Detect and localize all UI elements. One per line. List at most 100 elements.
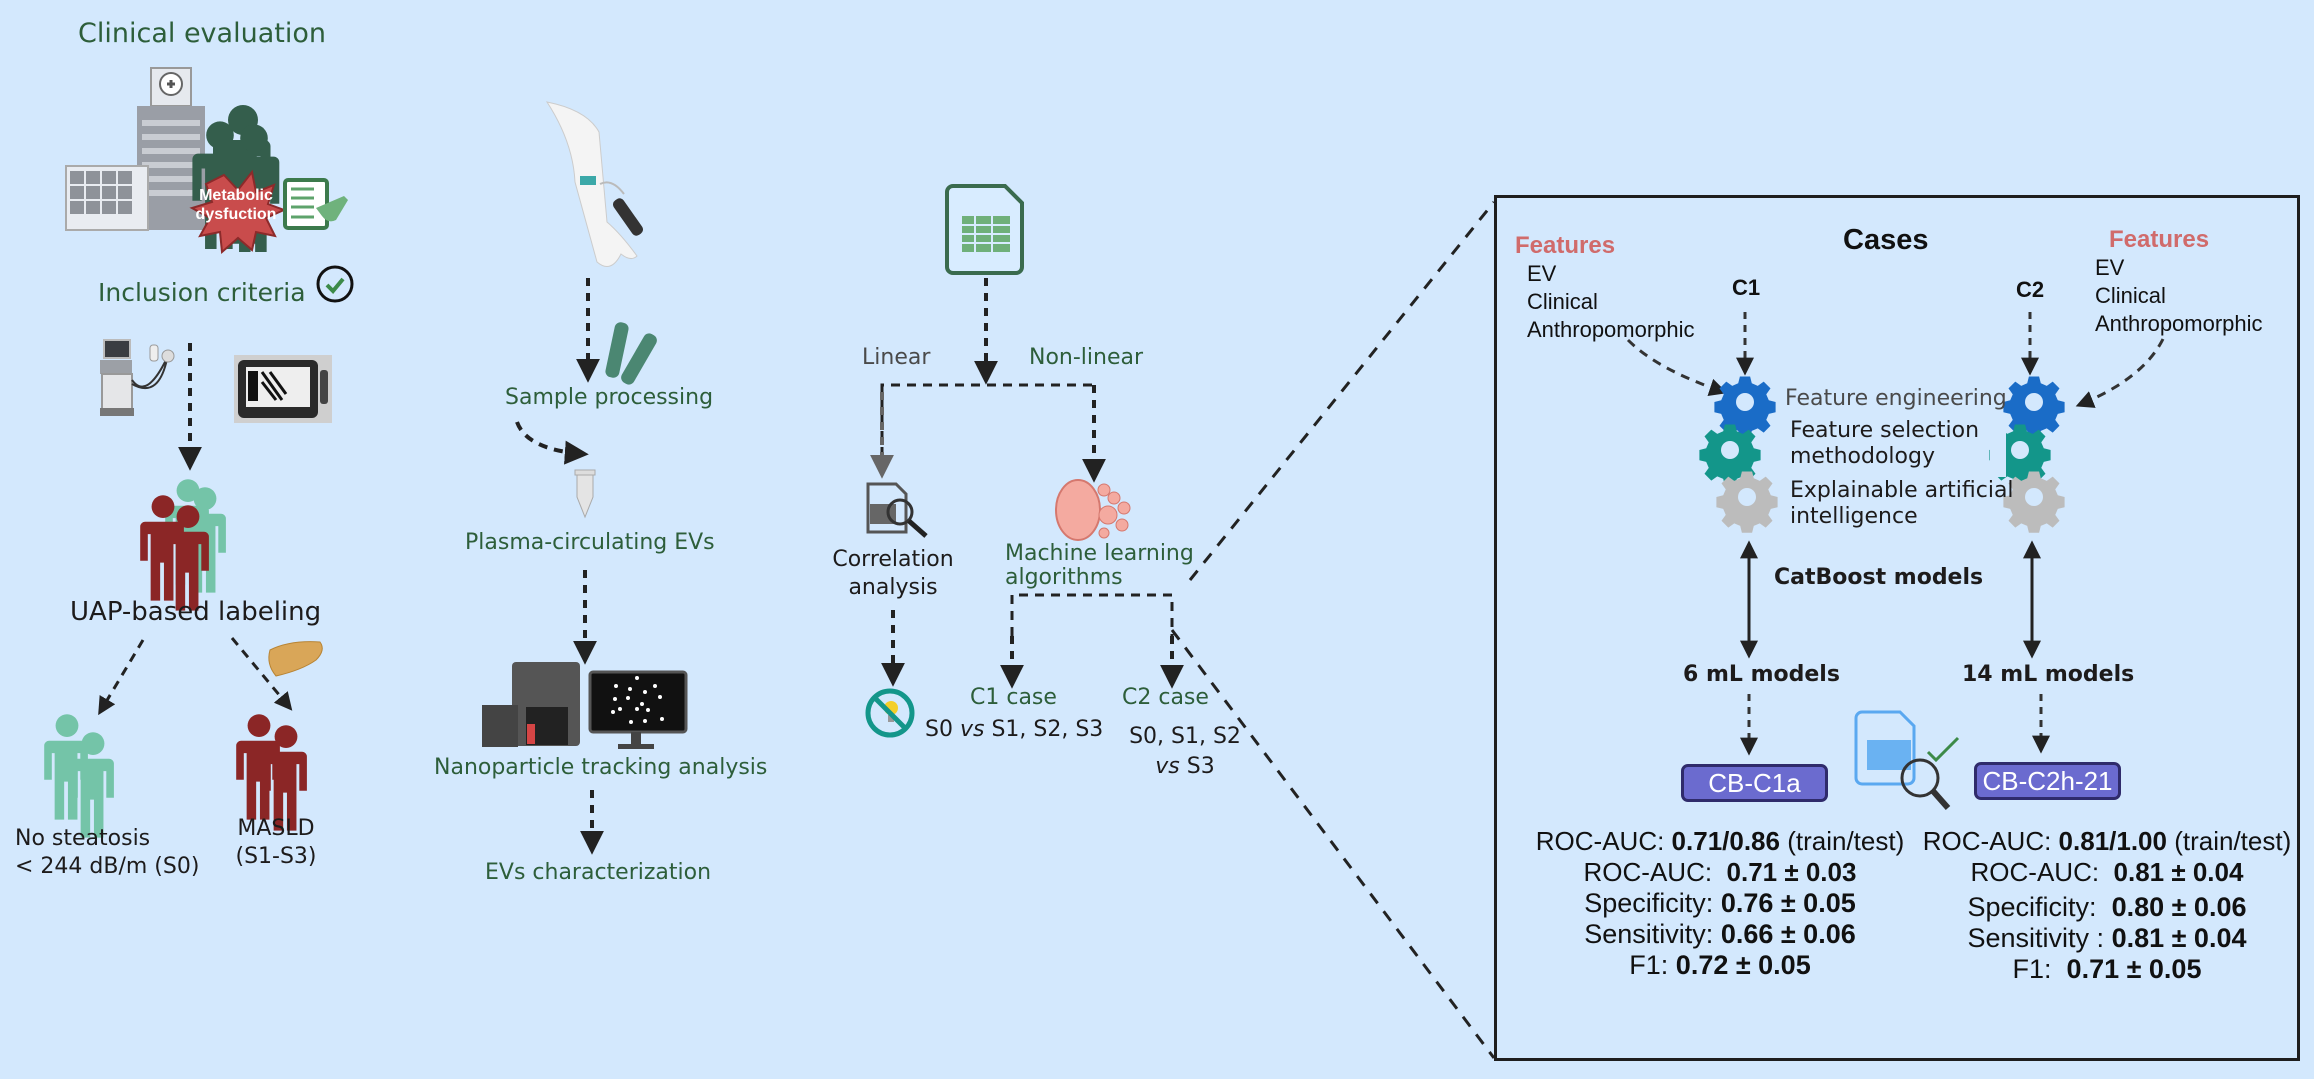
c2-roc-train-test: ROC-AUC: 0.81/1.00 (train/test) [1912, 826, 2302, 857]
metric-label: Sensitivity: [1584, 919, 1721, 949]
labeled-patients-icon [140, 479, 226, 611]
metric-value: 0.80 ± 0.06 [2111, 892, 2247, 922]
c1-roc-auc: ROC-AUC: 0.71 ± 0.03 [1520, 857, 1920, 888]
c2-desc-vs: vs [1155, 754, 1180, 779]
c2-desc-b: S3 [1179, 754, 1215, 779]
gear-blue-c1-icon [1714, 376, 1776, 438]
arrow-to-plasma [515, 421, 589, 465]
features-right: Features EV Clinical Anthropomorphic [2095, 226, 2263, 338]
fatty-liver-icon [268, 641, 323, 677]
features-left-item: EV [1527, 261, 1557, 286]
feature-engineering-label: Feature engineering [1785, 386, 2007, 411]
check-circle-icon [316, 265, 354, 303]
ml-line1: Machine learning [1005, 541, 1194, 566]
arrow-features-right [2075, 338, 2165, 408]
metric-label: ROC-AUC: [1535, 826, 1672, 856]
cases-title: Cases [1843, 224, 1929, 256]
ml-algorithms-label: Machine learning algorithms [1005, 542, 1194, 590]
evs-characterization-label: EVs characterization [485, 860, 712, 885]
spreadsheet-file-icon [945, 184, 1024, 275]
metric-label: Specificity: [1967, 892, 2112, 922]
metric-value: 0.81 ± 0.04 [2113, 857, 2244, 887]
metric-label: Sensitivity : [1967, 923, 2112, 953]
correlation-line1: Correlation [832, 547, 954, 572]
ml-line2: algorithms [1005, 565, 1123, 590]
checklist-icon [283, 178, 348, 230]
metric-value: 0.72 ± 0.05 [1675, 950, 1811, 980]
feature-selection-line2: methodology [1790, 444, 1935, 469]
zoom-line-top [1188, 201, 1496, 581]
cases-panel [1494, 195, 2300, 1061]
features-left-item: Anthropomorphic [1527, 317, 1695, 342]
zoom-line-bottom [1170, 629, 1496, 1059]
c1-desc-b: S1, S2, S3 [984, 717, 1104, 742]
metric-suffix: (train/test) [1779, 826, 1905, 856]
c1-desc-vs: vs [959, 717, 985, 742]
feature-selection-label: Feature selection methodology [1790, 418, 1979, 470]
hospital-icon [65, 67, 205, 231]
gear-teal-c2-icon [1989, 424, 2051, 486]
brain-gears-icon [1055, 479, 1131, 541]
c1-sensitivity: Sensitivity: 0.66 ± 0.06 [1520, 919, 1920, 950]
c2-f1: F1: 0.71 ± 0.05 [1912, 954, 2302, 985]
c2-case-title: C2 case [1122, 685, 1209, 710]
masld-group-icon [236, 714, 307, 831]
model-cb-c1a: CB-C1a [1681, 764, 1828, 802]
c2-case-description: S0, S1, S2 vs S3 [1115, 722, 1255, 782]
catboost-models-label: CatBoost models [1774, 565, 1984, 590]
features-left-title: Features [1515, 232, 1616, 259]
metric-value: 0.71 ± 0.03 [1726, 857, 1857, 887]
correlation-line2: analysis [848, 575, 938, 600]
c2-metrics: ROC-AUC: 0.81/1.00 (train/test) ROC-AUC:… [1912, 826, 2302, 985]
c2-label: C2 [2016, 277, 2045, 302]
metric-label: F1: [1629, 950, 1676, 980]
blood-draw-arm-icon [545, 101, 643, 267]
ultrasound-machine-icon [100, 339, 175, 416]
uap-labeling-label: UAP-based labeling [70, 597, 322, 627]
features-right-item: Clinical [2095, 283, 2166, 308]
no-steatosis-line1: No steatosis [15, 826, 151, 851]
c1-f1: F1: 0.72 ± 0.05 [1520, 950, 1920, 981]
no-steatosis-line2: < 244 dB/m (S0) [15, 854, 200, 879]
gear-teal-c1-icon [1699, 424, 1761, 486]
arrow-to-no-steatosis [98, 639, 145, 716]
fibroscan-device-icon [234, 355, 332, 423]
nonlinear-label: Non-linear [1029, 345, 1144, 370]
metric-value: 0.71 ± 0.05 [2066, 954, 2202, 984]
c1-models-count: 6 mL models [1683, 662, 1840, 687]
masld-line1: MASLD [237, 816, 315, 841]
no-idea-icon [865, 688, 915, 738]
metric-value: 0.81/1.00 [2058, 826, 2167, 856]
feature-selection-line1: Feature selection [1790, 418, 1980, 443]
masld-label: MASLD (S1-S3) [226, 815, 326, 871]
gear-blue-c2-icon [2003, 376, 2065, 438]
c1-specificity: Specificity: 0.76 ± 0.05 [1520, 888, 1920, 919]
c2-roc-auc: ROC-AUC: 0.81 ± 0.04 [1912, 857, 2302, 888]
c2-specificity: Specificity: 0.80 ± 0.06 [1912, 892, 2302, 923]
features-right-title: Features [2109, 226, 2210, 253]
c2-sensitivity: Sensitivity : 0.81 ± 0.04 [1912, 923, 2302, 954]
c1-case-description: S0 vs S1, S2, S3 [925, 717, 1103, 742]
features-right-item: Anthropomorphic [2095, 311, 2263, 336]
c1-label: C1 [1732, 275, 1761, 300]
nta-instrument-icon [482, 662, 580, 747]
gear-grey-c2-icon [2003, 471, 2065, 533]
c2-models-count: 14 mL models [1962, 662, 2135, 687]
features-right-item: EV [2095, 255, 2125, 280]
metric-label: F1: [2012, 954, 2067, 984]
c1-desc-a: S0 [925, 717, 960, 742]
inclusion-criteria-label: Inclusion criteria [98, 278, 306, 307]
metric-label: ROC-AUC: [1970, 857, 2114, 887]
no-steatosis-label: No steatosis < 244 dB/m (S0) [15, 825, 199, 881]
c1-roc-train-test: ROC-AUC: 0.71/0.86 (train/test) [1520, 826, 1920, 857]
metric-value: 0.81 ± 0.04 [2111, 923, 2247, 953]
correlation-analysis-label: Correlation analysis [823, 546, 963, 602]
arrow-features-left [1626, 338, 1728, 396]
xai-label: Explainable artificial intelligence [1790, 478, 2014, 530]
metric-value: 0.66 ± 0.06 [1720, 919, 1856, 949]
c2-desc-line1: S0, S1, S2 [1129, 724, 1241, 749]
blood-tubes-icon [605, 322, 657, 385]
xai-line1: Explainable artificial [1790, 478, 2014, 503]
features-right-list: EV Clinical Anthropomorphic [2095, 254, 2263, 338]
